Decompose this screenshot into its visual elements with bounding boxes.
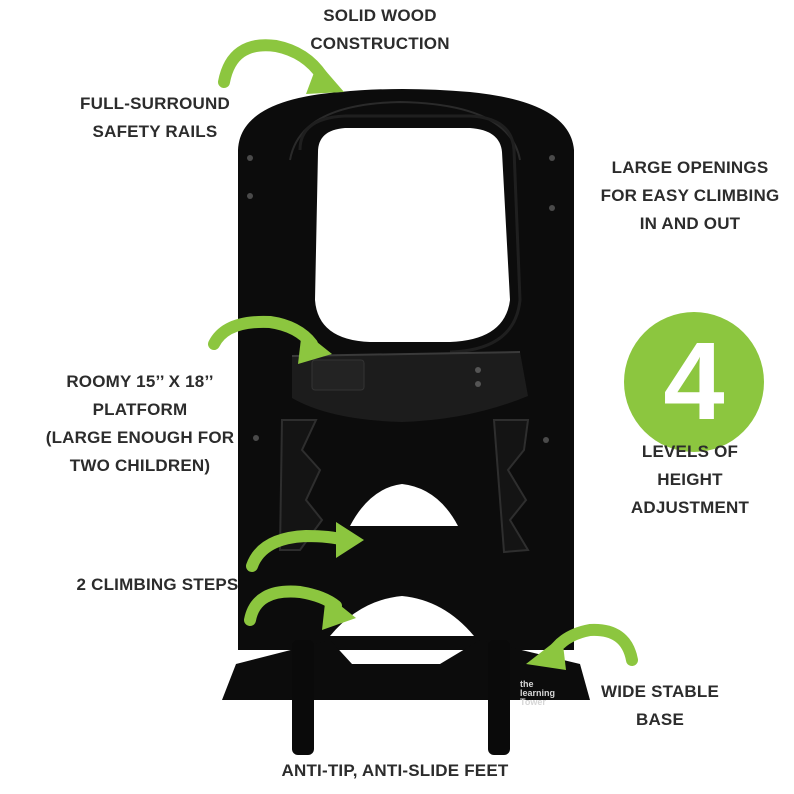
brand-logo: the learning Tower [520,680,580,707]
height-levels-badge: 4 [624,312,764,452]
tower-screws [247,155,555,443]
label-platform: ROOMY 15’’ X 18’’ PLATFORM (LARGE ENOUGH… [45,372,235,475]
label-climbing-steps: 2 CLIMBING STEPS [76,575,239,594]
label-safety-rails: FULL-SURROUND SAFETY RAILS [80,94,230,141]
curved-arrow-icon [244,585,342,626]
curved-arrow-icon [246,529,350,572]
label-feet: ANTI-TIP, ANTI-SLIDE FEET [281,761,509,780]
curved-arrow-icon [550,623,638,666]
tower-platform [291,351,528,422]
arrow-head-icon [306,62,344,94]
height-levels-number: 4 [663,320,725,443]
arrow-head-icon [336,522,364,558]
brand-line: the [520,679,534,689]
arrow-head-icon [298,330,332,364]
label-solid-wood: SOLID WOOD CONSTRUCTION [310,6,450,53]
label-large-openings: LARGE OPENINGS FOR EASY CLIMBING IN AND … [600,158,780,233]
brand-line: learning [520,688,556,698]
brand-line: Tower [520,697,546,707]
curved-arrow-icon [208,315,318,350]
tower-base [222,640,590,755]
arrow-head-icon [526,636,566,670]
height-slots [278,419,530,554]
label-wide-base: WIDE STABLE BASE [600,682,720,729]
curved-arrow-icon [218,39,328,88]
label-height-levels: LEVELS OF HEIGHT ADJUSTMENT [630,442,750,517]
arrow-head-icon [322,594,356,630]
